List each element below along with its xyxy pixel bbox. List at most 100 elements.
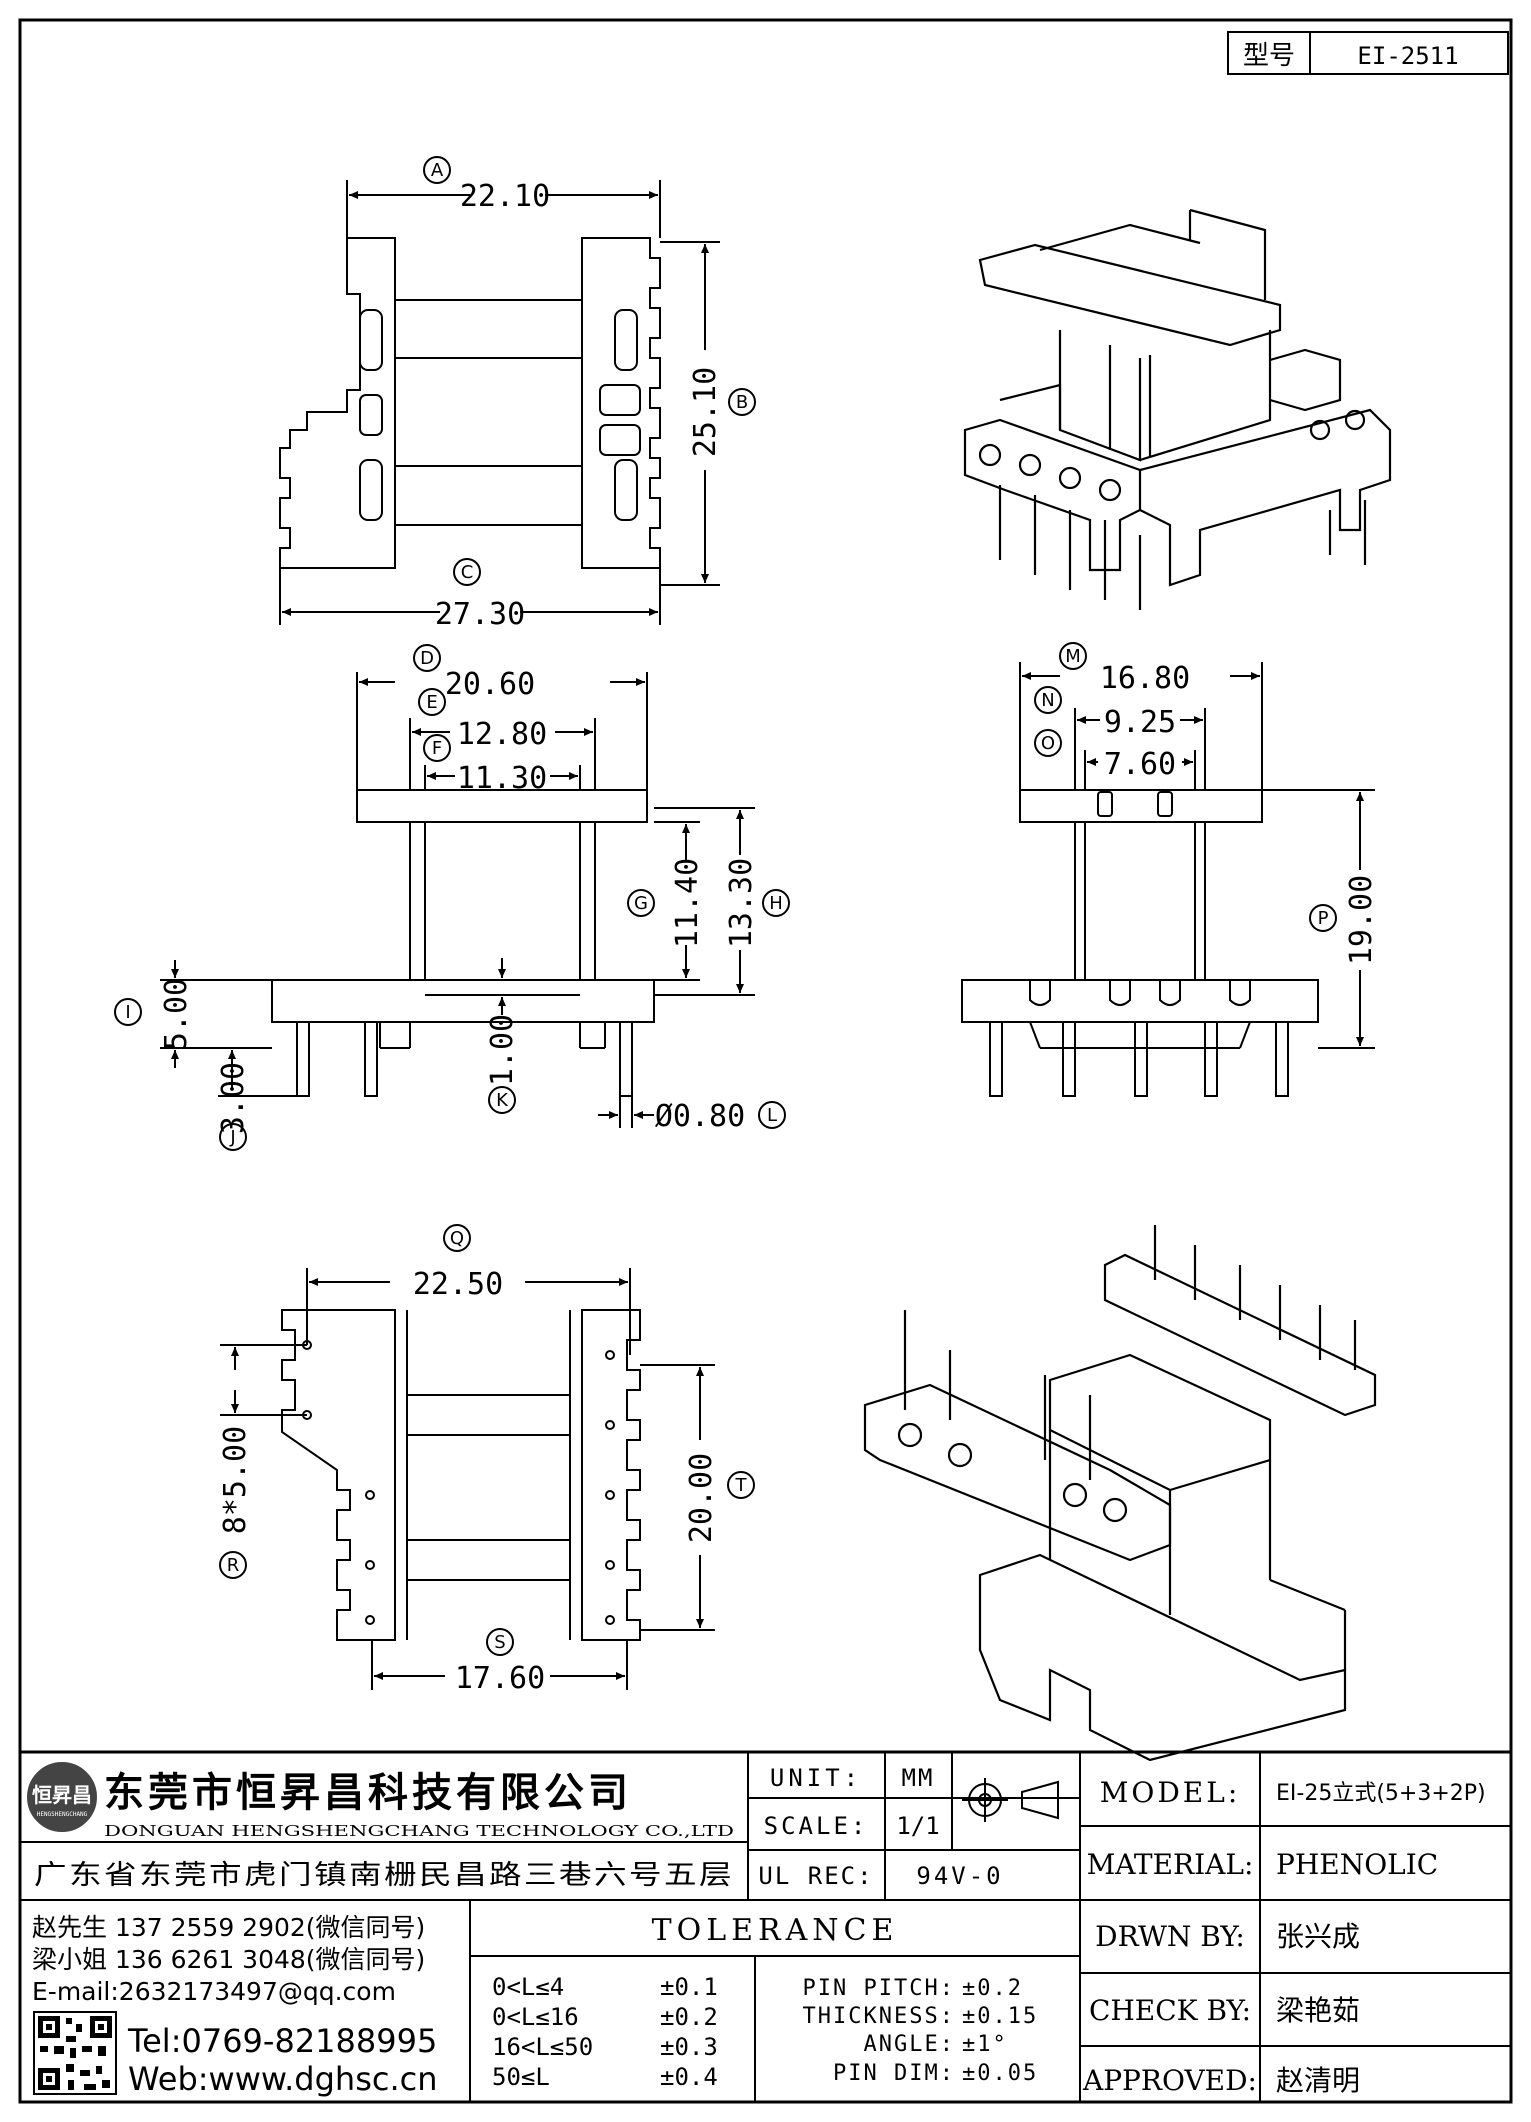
dim-R: 8*5.00 — [218, 1426, 253, 1534]
tolerance-title: TOLERANCE — [652, 1913, 899, 1948]
dim-Q: 22.50 — [413, 1267, 503, 1302]
model-box-value: EI-2511 — [1357, 42, 1458, 70]
company-address: 广东省东莞市虎门镇南栅民昌路三巷六号五层 — [34, 1860, 734, 1891]
bottom-view-dimensions: Q 22.50 8*5.00 R 20.00 T S 17.60 — [218, 1224, 755, 1696]
dim-I: 5.00 — [159, 978, 194, 1050]
scale-value: 1/1 — [896, 1812, 939, 1840]
svg-text:I: I — [125, 1002, 130, 1023]
svg-text:Q: Q — [450, 1228, 464, 1249]
scale-label: SCALE: — [764, 1812, 869, 1840]
contact-1: 赵先生 137 2559 2902(微信同号) — [32, 1913, 425, 1942]
title-block-lines — [20, 1750, 1511, 2102]
qr-code-icon — [33, 2011, 117, 2095]
tolerance-value-4: ±0.4 — [660, 2063, 718, 2091]
dim-S: 17.60 — [455, 1661, 545, 1696]
contact-email: E-mail:2632173497@qq.com — [32, 1977, 396, 2006]
dim-J: 3.00 — [216, 1062, 251, 1134]
pin-dim-label: PIN DIM: — [833, 2061, 955, 2086]
dim-P: 19.00 — [1344, 875, 1379, 965]
drawn-by-label: DRWN BY: — [1095, 1920, 1245, 1953]
material-value: PHENOLIC — [1276, 1848, 1438, 1881]
dim-N: 9.25 — [1104, 705, 1176, 740]
front-view — [271, 789, 655, 1097]
svg-text:B: B — [736, 392, 748, 413]
side-view-dimensions: M 16.80 N 9.25 O 7.60 19.00 P — [1019, 642, 1379, 1049]
side-view — [961, 789, 1319, 1097]
pin-pitch-label: PIN PITCH: — [803, 1976, 955, 2001]
dim-A: 22.10 — [460, 179, 550, 214]
isometric-view-top — [963, 208, 1392, 610]
model-box: 型号 EI-2511 — [1227, 31, 1509, 75]
svg-text:P: P — [1318, 908, 1329, 929]
unit-label: UNIT: — [770, 1764, 862, 1792]
dim-K: 1.00 — [485, 1014, 520, 1086]
dim-T: 20.00 — [684, 1453, 719, 1543]
dim-H: 13.30 — [724, 858, 759, 948]
svg-text:N: N — [1041, 690, 1054, 711]
svg-text:D: D — [420, 648, 434, 669]
top-view-dimensions: A 22.10 25.10 B C 27.30 — [279, 156, 756, 632]
ul-rec-label: UL REC: — [758, 1862, 873, 1890]
tolerance-value-3: ±0.3 — [660, 2033, 718, 2061]
svg-text:M: M — [1065, 646, 1081, 667]
dim-D: 20.60 — [445, 667, 535, 702]
projection-symbol-icon — [962, 1778, 1059, 1822]
svg-text:S: S — [494, 1632, 505, 1653]
tolerance-value-1: ±0.1 — [660, 1973, 718, 2001]
dim-F: 11.30 — [457, 761, 547, 796]
dim-M: 16.80 — [1100, 661, 1190, 696]
dim-O: 7.60 — [1104, 747, 1176, 782]
isometric-view-bottom — [863, 1225, 1377, 1762]
angle-value: ±1° — [962, 2032, 1008, 2057]
contact-web: Web:www.dghsc.cn — [128, 2060, 438, 2098]
svg-text:J: J — [229, 1127, 235, 1148]
contact-2: 梁小姐 136 6261 3048(微信同号) — [32, 1945, 425, 1974]
tolerance-range-1: 0<L≤4 — [492, 1973, 564, 2001]
angle-label: ANGLE: — [864, 2032, 955, 2057]
svg-text:R: R — [227, 1555, 240, 1576]
tolerance-range-4: 50≤L — [492, 2063, 550, 2091]
check-by-value: 梁艳茹 — [1276, 1994, 1360, 2027]
logo-subtext: HENGSHENGCHANG — [37, 1811, 88, 1818]
ul-rec-value: 94V-0 — [916, 1862, 1003, 1890]
svg-text:E: E — [426, 692, 437, 713]
pin-pitch-value: ±0.2 — [962, 1976, 1023, 2001]
svg-text:K: K — [496, 1090, 509, 1111]
svg-text:A: A — [431, 160, 444, 181]
thickness-label: THICKNESS: — [803, 2004, 955, 2029]
front-view-dimensions: D 20.60 E 12.80 F 11.30 11.40 G 13.30 H — [114, 644, 790, 1151]
unit-value: MM — [902, 1764, 935, 1792]
bottom-view — [281, 1309, 641, 1641]
svg-text:C: C — [461, 562, 474, 583]
top-view — [279, 237, 661, 569]
svg-text:H: H — [769, 893, 783, 914]
check-by-label: CHECK BY: — [1089, 1994, 1251, 2027]
model-value: EI-25立式(5+3+2P) — [1276, 1781, 1486, 1806]
tolerance-range-2: 0<L≤16 — [492, 2003, 579, 2031]
approved-label: APPROVED: — [1082, 2064, 1257, 2097]
logo-text: 恒昇昌 — [32, 1783, 92, 1807]
svg-text:G: G — [634, 893, 648, 914]
drawn-by-value: 张兴成 — [1276, 1920, 1360, 1953]
model-box-label: 型号 — [1243, 41, 1295, 71]
svg-text:T: T — [735, 1475, 748, 1496]
approved-value: 赵清明 — [1276, 2064, 1360, 2097]
contact-tel: Tel:0769-82188995 — [127, 2022, 437, 2060]
company-name-cn: 东莞市恒昇昌科技有限公司 — [104, 1770, 632, 1816]
tolerance-value-2: ±0.2 — [660, 2003, 718, 2031]
svg-text:L: L — [767, 1105, 777, 1126]
company-name-en: DONGUAN HENGSHENGCHANG TECHNOLOGY CO.,LT… — [104, 1822, 734, 1840]
thickness-value: ±0.15 — [962, 2004, 1038, 2029]
outer-frame — [18, 18, 1513, 2104]
tolerance-range-3: 16<L≤50 — [492, 2033, 593, 2061]
company-logo: 恒昇昌 HENGSHENGCHANG — [27, 1762, 97, 1832]
material-label: MATERIAL: — [1087, 1848, 1254, 1881]
dim-C: 27.30 — [435, 597, 525, 632]
dim-G: 11.40 — [670, 858, 705, 948]
dim-E: 12.80 — [457, 717, 547, 752]
svg-text:F: F — [432, 738, 442, 759]
svg-text:O: O — [1041, 733, 1055, 754]
dim-B: 25.10 — [688, 367, 723, 457]
